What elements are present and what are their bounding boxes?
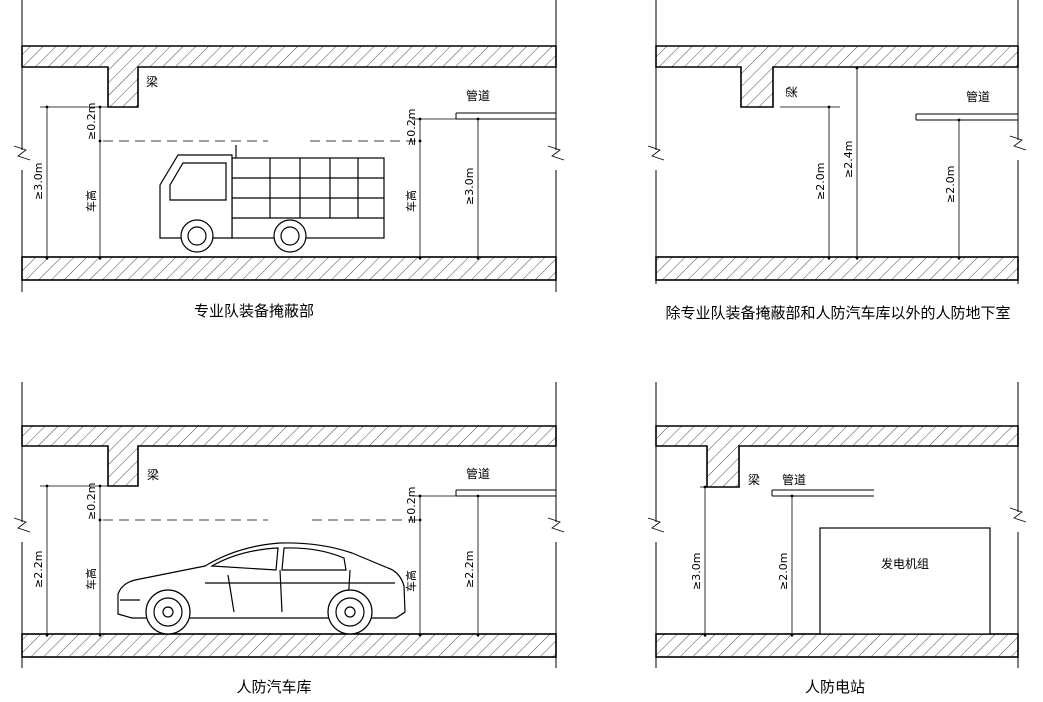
dim-clear-right: ≥3.0m <box>463 168 476 205</box>
pipe-label: 管道 <box>466 88 490 103</box>
ceiling-slab <box>655 45 1019 108</box>
pipe-label: 管道 <box>466 466 490 481</box>
panel-equipment-shelter: 梁 管道 ≥3.0m ≥0.2m 车高 ≥0.2m 车高 ≥3.0m <box>13 0 565 320</box>
floor-slab <box>655 633 1019 658</box>
dim-beam-clear: ≥2.0m <box>814 163 827 200</box>
dim-beam-gap: ≥0.2m <box>85 103 98 140</box>
dim-clear-right: ≥2.2m <box>463 551 476 588</box>
generator-label: 发电机组 <box>881 556 929 571</box>
dim-vehicle-right: 车高 <box>404 190 418 212</box>
panel-power-station: 梁 管道 ≥3.0m ≥2.0m 发电机组 人防电站 <box>647 382 1027 696</box>
dim-clear-left: ≥2.2m <box>32 551 45 588</box>
dim-vehicle-left: 车高 <box>84 190 98 212</box>
dim-room-clear: ≥2.4m <box>842 141 855 178</box>
beam-label: 梁 <box>147 467 159 482</box>
floor-slab <box>21 256 557 281</box>
pipe-label: 管道 <box>966 89 990 104</box>
car-icon <box>117 542 406 635</box>
beam-label: 梁 <box>748 472 760 487</box>
dim-pipe-clear: ≥2.0m <box>944 166 957 203</box>
truck-icon <box>159 145 385 253</box>
dim-beam-gap: ≥0.2m <box>85 483 98 520</box>
generator-set <box>819 527 991 635</box>
pipe-label: 管道 <box>782 472 806 487</box>
panel-caption: 人防汽车库 <box>236 678 311 696</box>
dim-pipe-clear: ≥2.0m <box>777 553 790 590</box>
floor-slab <box>655 256 1019 281</box>
panel-other-basement: 梁 管道 ≥2.0m ≥2.4m ≥2.0m 除专业队装备掩蔽部和人防汽车库以外… <box>647 0 1027 322</box>
dim-beam-clear: ≥3.0m <box>690 553 703 590</box>
ceiling-slab <box>21 45 557 108</box>
beam-label: 梁 <box>784 86 799 98</box>
panel-caption: 人防电站 <box>805 678 865 696</box>
dim-vehicle-right: 车高 <box>404 570 418 592</box>
dim-clear-left: ≥3.0m <box>32 163 45 200</box>
dim-pipe-gap: ≥0.2m <box>405 487 418 524</box>
dim-vehicle-left: 车高 <box>84 568 98 590</box>
floor-slab <box>21 633 557 658</box>
panel-garage: 梁 管道 ≥2.2m ≥0.2m 车高 ≥0.2m 车高 ≥2.2m <box>13 382 565 696</box>
panel-caption: 专业队装备掩蔽部 <box>194 302 314 320</box>
panel-caption: 除专业队装备掩蔽部和人防汽车库以外的人防地下室 <box>665 304 1010 322</box>
beam-label: 梁 <box>146 74 158 89</box>
dim-pipe-gap: ≥0.2m <box>405 109 418 146</box>
ceiling-slab <box>21 425 557 487</box>
ceiling-slab <box>655 425 1019 488</box>
